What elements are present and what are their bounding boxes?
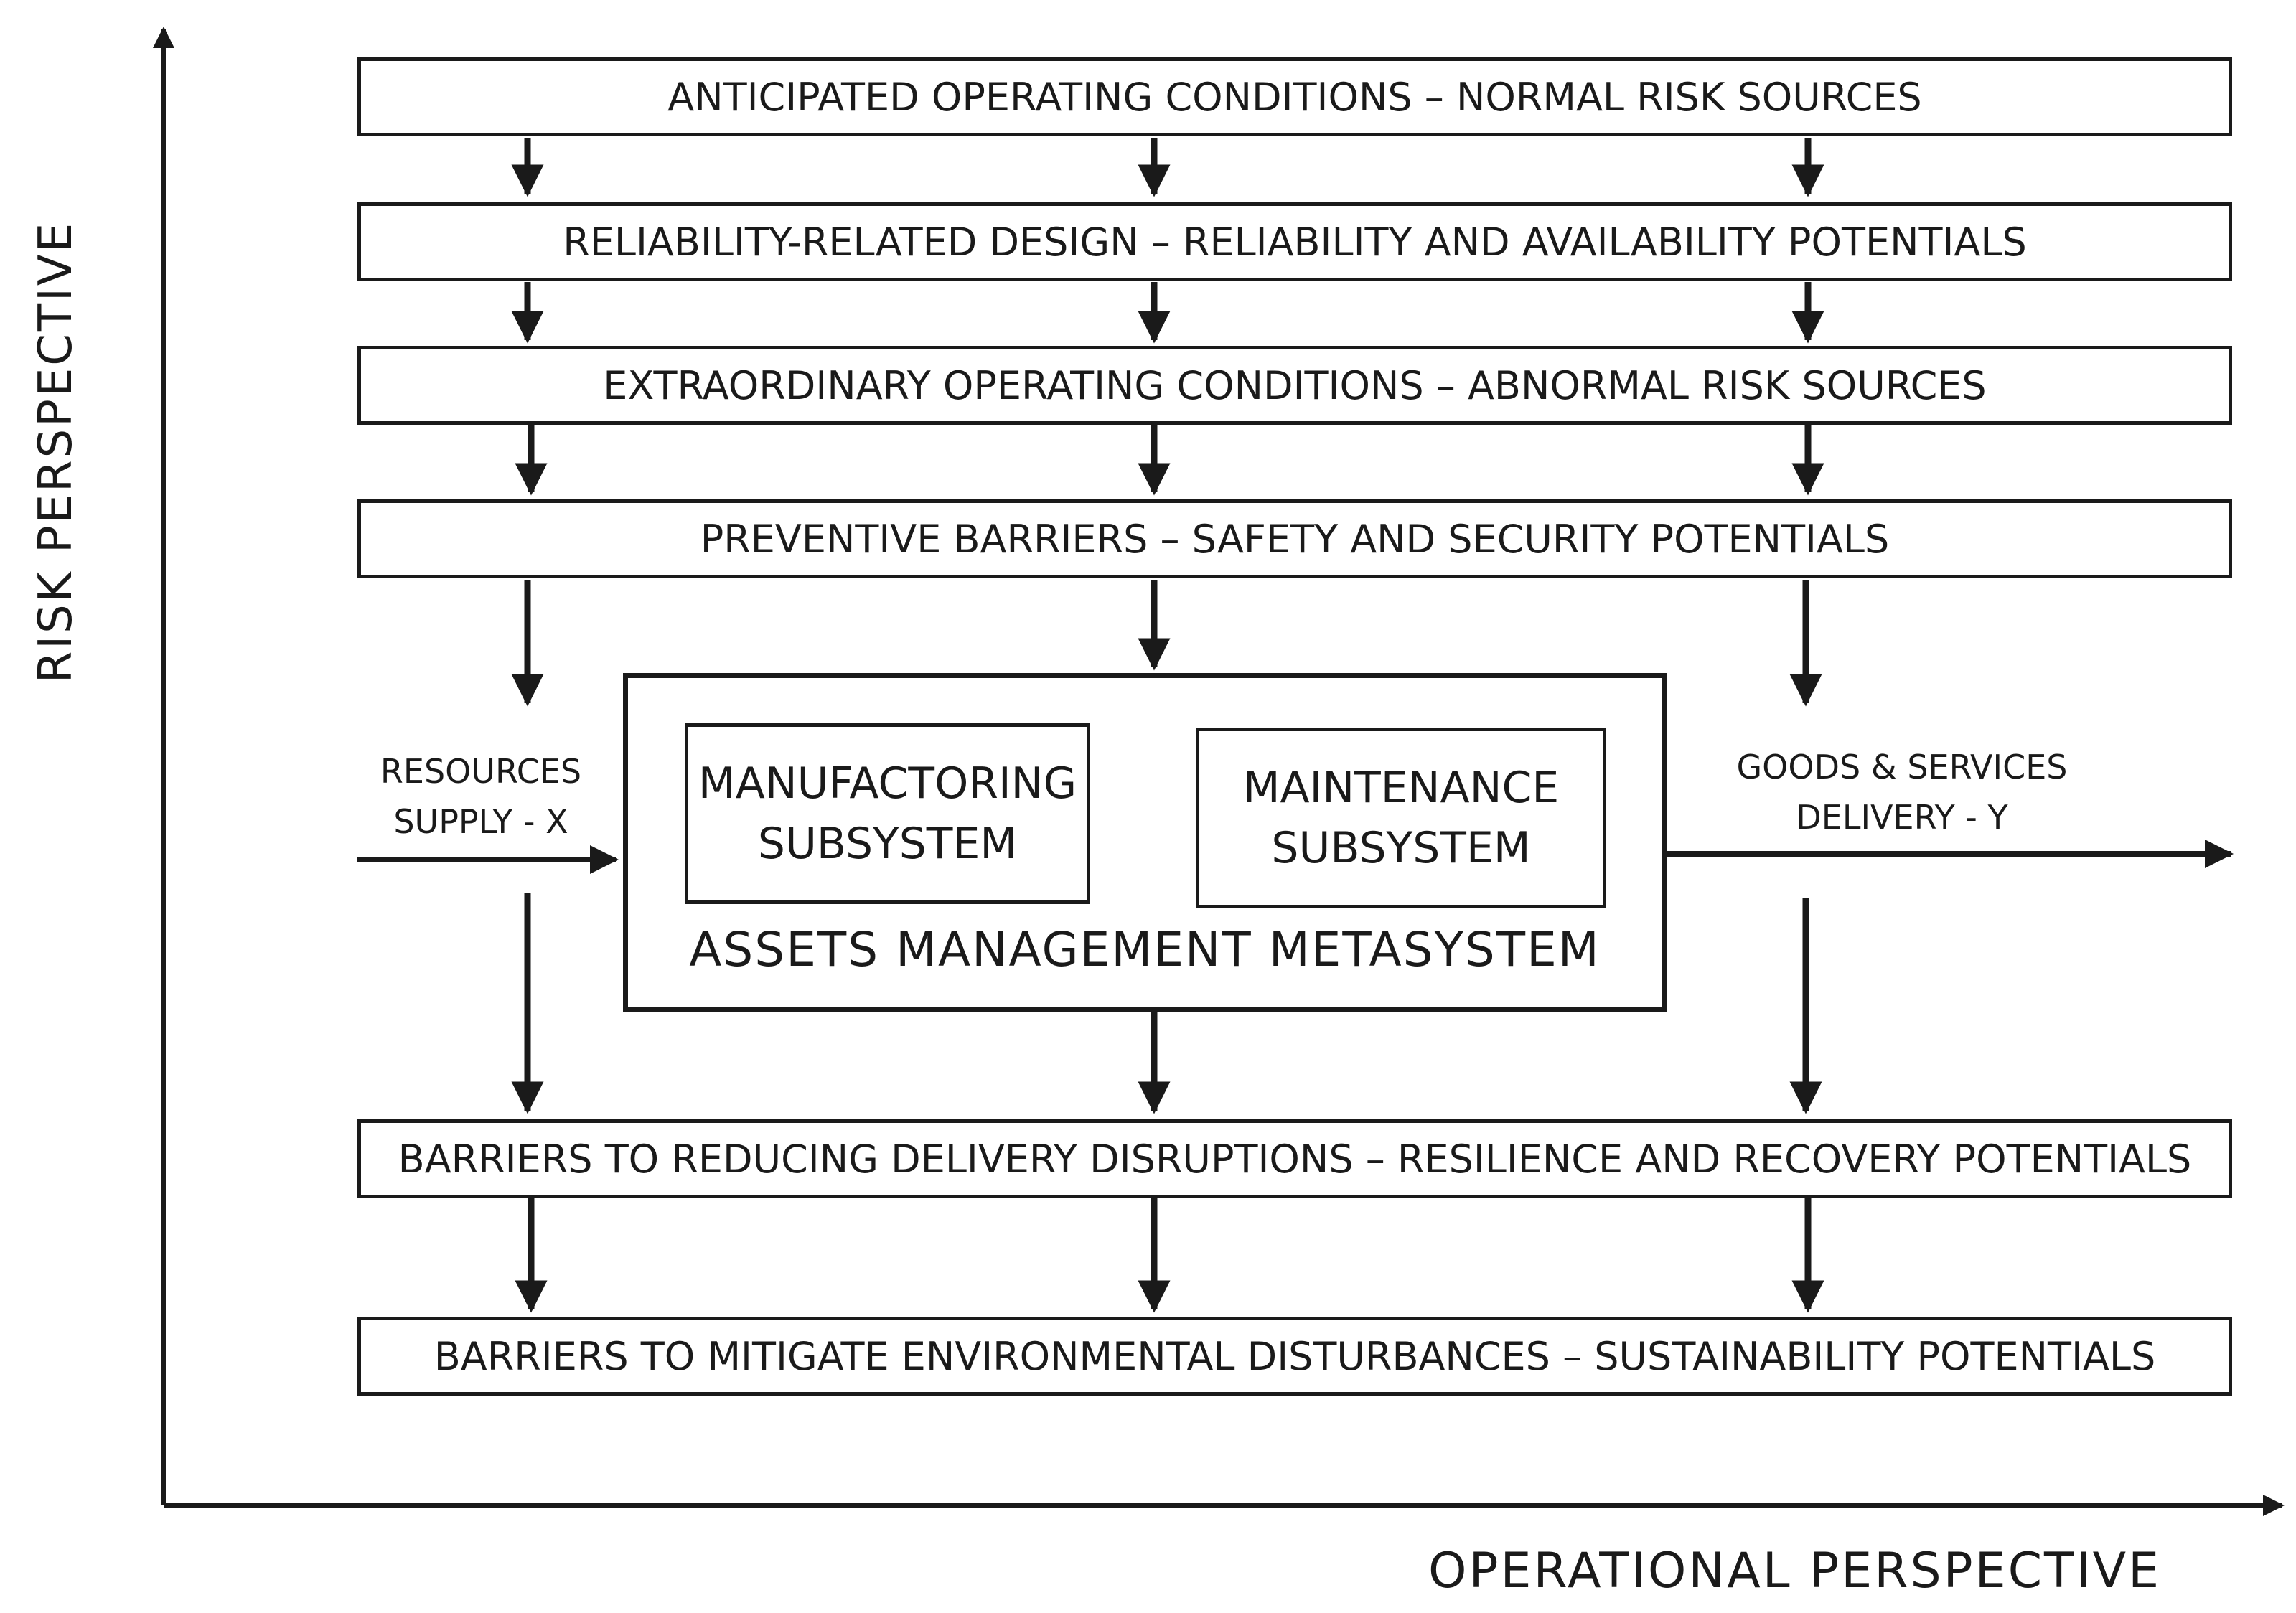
down-arrows: [511, 138, 1824, 1313]
stage-reliability-related-design: RELIABILITY-RELATED DESIGN – RELIABILITY…: [357, 202, 2232, 281]
output-flow-label: GOODS & SERVICES DELIVERY - Y: [1736, 748, 2068, 837]
metasystem-title: ASSETS MANAGEMENT METASYSTEM: [689, 922, 1601, 977]
stage-environmental-disturbance-barriers: BARRIERS TO MITIGATE ENVIRONMENTAL DISTU…: [357, 1317, 2232, 1396]
maintenance-subsystem: MAINTENANCE SUBSYSTEM: [1196, 728, 1606, 908]
stage-delivery-disruption-barriers: BARRIERS TO REDUCING DELIVERY DISRUPTION…: [357, 1119, 2232, 1198]
stage-anticipated-operating-conditions: ANTICIPATED OPERATING CONDITIONS – NORMA…: [357, 57, 2232, 136]
stage-preventive-barriers: PREVENTIVE BARRIERS – SAFETY AND SECURIT…: [357, 499, 2232, 578]
x-axis-label: OPERATIONAL PERSPECTIVE: [1428, 1543, 2162, 1599]
y-axis-label: RISK PERSPECTIVE: [29, 220, 83, 684]
manufacturing-subsystem: MANUFACTORING SUBSYSTEM: [685, 723, 1090, 904]
input-flow-label: RESOURCES SUPPLY - X: [380, 752, 582, 841]
stage-extraordinary-operating-conditions: EXTRAORDINARY OPERATING CONDITIONS – ABN…: [357, 346, 2232, 425]
